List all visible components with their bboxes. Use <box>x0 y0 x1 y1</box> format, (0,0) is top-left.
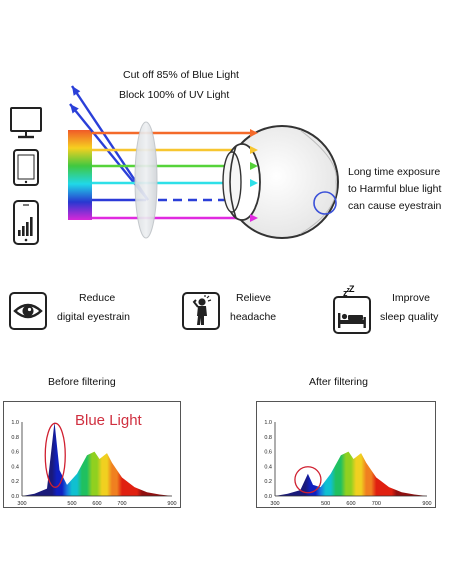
chart-2-frame: 0.0 0.2 0.4 0.6 0.8 1.0 300 500 600 700 900 <box>256 401 436 508</box>
y-tick-label: 0.0 <box>264 494 272 500</box>
y-tick-label: 0.2 <box>11 479 19 485</box>
tablet-icon <box>13 149 39 186</box>
x-tick-label: 700 <box>117 501 126 507</box>
benefit-3-line-1: Improve <box>392 292 430 304</box>
x-tick-label: 300 <box>270 501 279 507</box>
monitor-icon <box>10 107 42 139</box>
blue-light-highlight <box>294 466 322 494</box>
eye-icon <box>13 303 43 319</box>
x-tick-label: 900 <box>167 501 176 507</box>
blue-light-highlight <box>44 422 66 488</box>
benefit-2-line-1: Relieve <box>236 292 272 304</box>
benefit-3-line-2: sleep quality <box>380 311 439 323</box>
lens <box>134 121 158 239</box>
benefit-icon-headache <box>182 292 220 330</box>
y-tick-label: 1.0 <box>264 420 272 426</box>
y-tick-label: 0.4 <box>11 464 19 470</box>
chart-2-plot: 0.0 0.2 0.4 0.6 0.8 1.0 300 500 600 700 900 <box>264 420 431 507</box>
y-tick-label: 0.2 <box>264 479 272 485</box>
beam-arrow-2 <box>250 162 258 170</box>
x-tick-label: 600 <box>92 501 101 507</box>
sleep-zzz-icon: zzZ <box>343 284 354 298</box>
y-tick-label: 0.0 <box>11 494 19 500</box>
blocked-arrow-0 <box>72 86 81 96</box>
spectrum-area <box>22 422 172 496</box>
eye-note-line-2: to Harmful blue light <box>348 183 442 195</box>
chart-2-title: After filtering <box>309 376 368 388</box>
y-tick-label: 0.8 <box>264 435 272 441</box>
blocked-arrow-1 <box>70 104 79 114</box>
spectrum-area <box>275 451 427 496</box>
spectrum-source <box>68 130 92 220</box>
chart-1-title: Before filtering <box>48 376 116 388</box>
beam-arrow-0 <box>250 129 258 137</box>
eyeball <box>222 125 339 239</box>
eye-note-line-3: can cause eyestrain <box>348 200 442 212</box>
y-tick-label: 0.6 <box>264 450 272 456</box>
benefit-2-line-2: headache <box>230 311 277 323</box>
x-tick-label: 500 <box>67 501 76 507</box>
x-tick-label: 600 <box>346 501 355 507</box>
beam-arrow-1 <box>250 146 258 154</box>
chart-1-frame: 0.0 0.2 0.4 0.6 0.8 1.0 300 500 600 700 900 <box>3 401 181 508</box>
y-tick-label: 1.0 <box>11 420 19 426</box>
header-line-2: Block 100% of UV Light <box>119 89 230 101</box>
x-tick-label: 300 <box>17 501 26 507</box>
benefit-1-line-2: digital eyestrain <box>57 311 130 323</box>
beam-arrowheads <box>70 86 258 222</box>
eye-note-line-1: Long time exposure <box>348 166 441 178</box>
chart-1-plot: 0.0 0.2 0.4 0.6 0.8 1.0 300 500 600 700 900 <box>11 420 176 507</box>
headache-person-icon <box>192 295 212 325</box>
light-beams <box>92 131 252 220</box>
sleeping-bed-icon <box>338 313 366 328</box>
y-tick-label: 0.8 <box>11 435 19 441</box>
header-line-1: Cut off 85% of Blue Light <box>123 69 239 81</box>
x-tick-label: 500 <box>321 501 330 507</box>
y-tick-label: 0.6 <box>11 450 19 456</box>
smartphone-icon <box>13 200 39 245</box>
benefit-icon-eye <box>9 292 47 330</box>
y-tick-label: 0.4 <box>264 464 272 470</box>
beam-arrow-3 <box>250 179 258 187</box>
light-filter-illustration <box>10 85 339 245</box>
blue-light-annotation: Blue Light <box>75 412 142 429</box>
benefit-icon-sleep <box>333 296 371 334</box>
x-tick-label: 700 <box>372 501 381 507</box>
benefit-1-line-1: Reduce <box>79 292 116 304</box>
x-tick-label: 900 <box>422 501 431 507</box>
beam-arrow-5 <box>250 214 258 222</box>
